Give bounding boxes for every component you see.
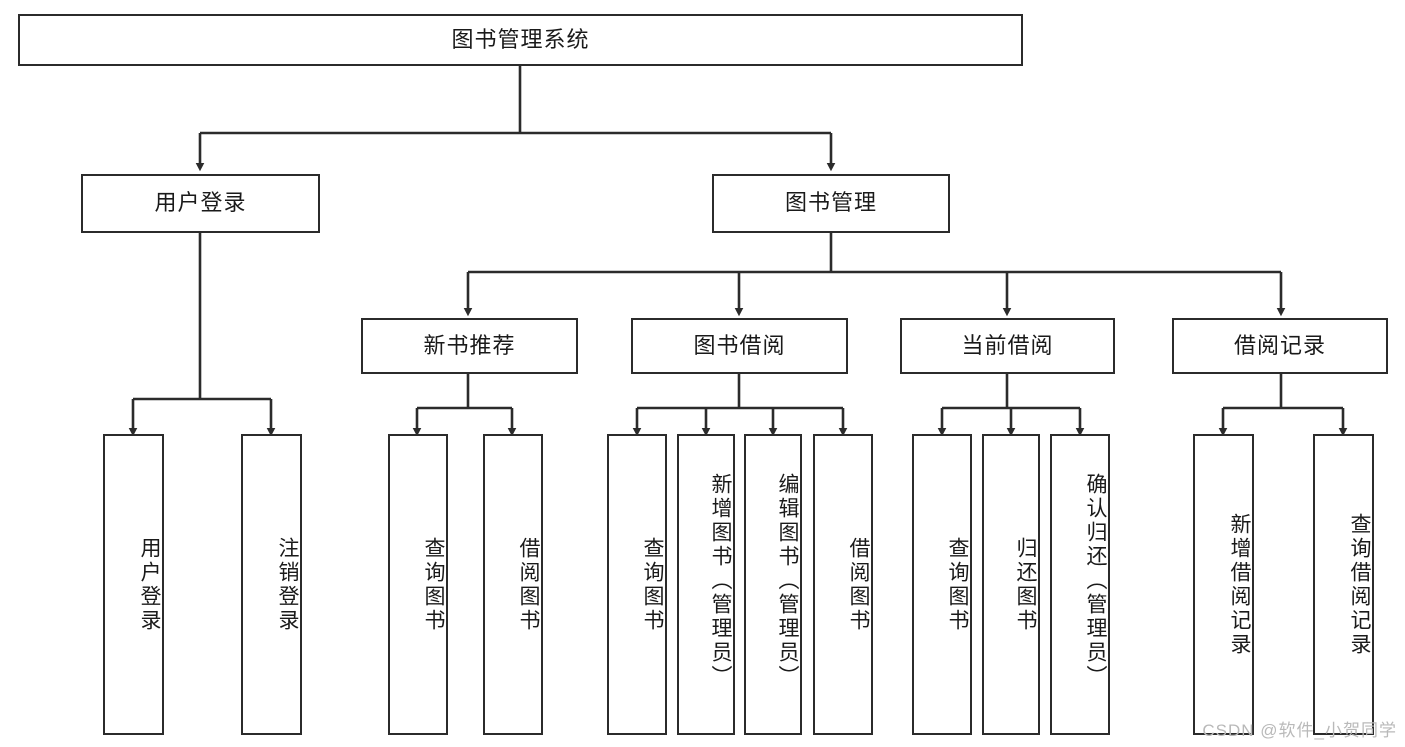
- leaf-borrow-add-book-admin[interactable]: 新增图书（管理员）: [677, 434, 735, 735]
- leaf-current-return-book[interactable]: 归还图书: [982, 434, 1040, 735]
- node-root-system[interactable]: 图书管理系统: [18, 14, 1023, 66]
- node-borrow-record[interactable]: 借阅记录: [1172, 318, 1388, 374]
- leaf-current-confirm-return-admin[interactable]: 确认归还（管理员）: [1050, 434, 1110, 735]
- leaf-recommend-borrow-book[interactable]: 借阅图书: [483, 434, 543, 735]
- watermark-text: CSDN @软件_小贺同学: [1202, 721, 1397, 740]
- leaf-borrow-borrow-book[interactable]: 借阅图书: [813, 434, 873, 735]
- leaf-recommend-query-book[interactable]: 查询图书: [388, 434, 448, 735]
- leaf-record-add-record[interactable]: 新增借阅记录: [1193, 434, 1254, 735]
- leaf-borrow-edit-book-admin[interactable]: 编辑图书（管理员）: [744, 434, 802, 735]
- node-current-borrow[interactable]: 当前借阅: [900, 318, 1115, 374]
- leaf-borrow-query-book[interactable]: 查询图书: [607, 434, 667, 735]
- leaf-current-query-book[interactable]: 查询图书: [912, 434, 972, 735]
- node-new-book-recommend[interactable]: 新书推荐: [361, 318, 578, 374]
- leaf-user-login-login[interactable]: 用户登录: [103, 434, 164, 735]
- leaf-record-query-record[interactable]: 查询借阅记录: [1313, 434, 1374, 735]
- leaf-user-login-logout[interactable]: 注销登录: [241, 434, 302, 735]
- node-book-borrow[interactable]: 图书借阅: [631, 318, 848, 374]
- node-book-management[interactable]: 图书管理: [712, 174, 950, 233]
- node-user-login[interactable]: 用户登录: [81, 174, 320, 233]
